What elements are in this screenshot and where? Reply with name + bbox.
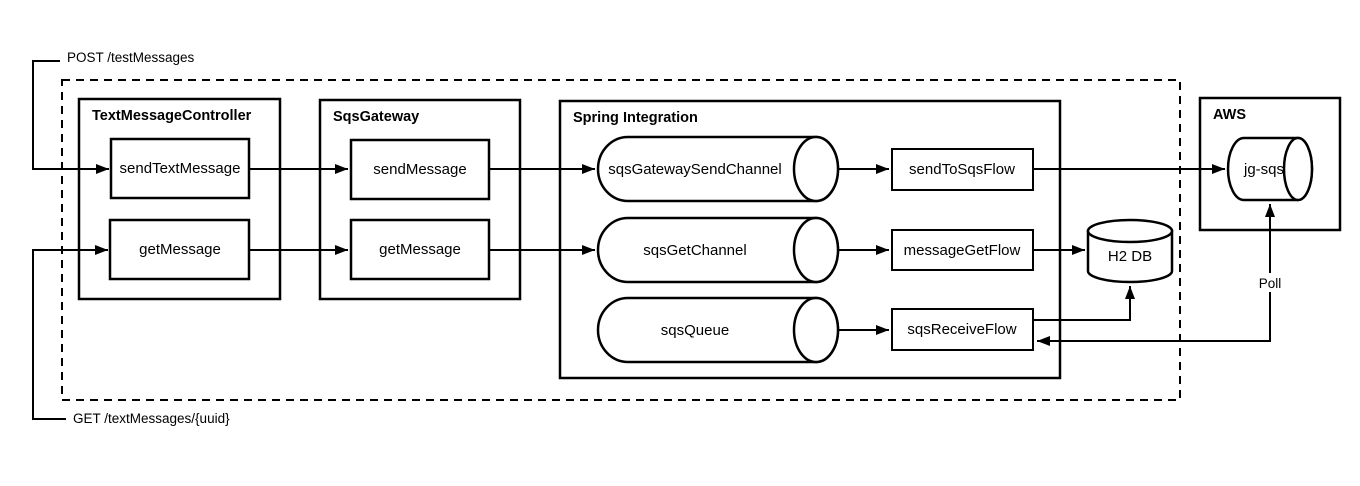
sqs-queue-label: sqsQueue bbox=[661, 322, 729, 339]
edge-get-to-controller-get-message bbox=[32, 245, 108, 420]
node-h2-db: H2 DB bbox=[1086, 218, 1174, 284]
node-send-to-sqs-flow: sendToSqsFlow bbox=[891, 148, 1034, 191]
controller-get-message-label: getMessage bbox=[139, 241, 221, 258]
poll-label-backing bbox=[1250, 273, 1290, 292]
send-to-sqs-flow-label: sendToSqsFlow bbox=[909, 161, 1015, 178]
sqs-gateway-title: SqsGateway bbox=[333, 109, 419, 125]
aws-title: AWS bbox=[1213, 107, 1246, 123]
sqs-queue-cap bbox=[792, 296, 840, 364]
node-message-get-flow: messageGetFlow bbox=[891, 229, 1034, 271]
sqs-get-channel-cap bbox=[792, 216, 840, 284]
get-endpoint-label: GET /textMessages/{uuid} bbox=[73, 411, 230, 426]
sqs-get-channel-label: sqsGetChannel bbox=[643, 242, 746, 259]
text-message-controller-title: TextMessageController bbox=[92, 108, 252, 124]
send-text-message-box bbox=[109, 137, 251, 200]
node-controller-get-message: getMessage bbox=[108, 218, 251, 281]
node-sqs-gateway-send-channel: sqsGatewaySendChannel bbox=[596, 135, 840, 203]
node-jg-sqs: jg-sqs bbox=[1226, 136, 1314, 202]
post-endpoint-label: POST /testMessages bbox=[67, 50, 195, 65]
node-send-text-message: sendTextMessage bbox=[109, 137, 251, 200]
message-get-flow-box bbox=[891, 229, 1034, 271]
poll-edge-label: Poll bbox=[1259, 276, 1282, 291]
h2-db-label: H2 DB bbox=[1108, 248, 1152, 265]
jg-sqs-label: jg-sqs bbox=[1243, 161, 1284, 178]
edge-poll-sqs-receive-flow-jg-sqs bbox=[1037, 204, 1275, 346]
node-send-message: sendMessage bbox=[349, 138, 491, 201]
sqs-gateway-send-channel-label: sqsGatewaySendChannel bbox=[608, 161, 781, 178]
spring-integration-title: Spring Integration bbox=[573, 110, 698, 126]
node-sqs-get-channel: sqsGetChannel bbox=[596, 216, 840, 284]
gateway-get-message-label: getMessage bbox=[379, 241, 461, 258]
jg-sqs-cap bbox=[1282, 136, 1314, 202]
sqs-gateway-send-channel-cap bbox=[792, 135, 840, 203]
send-message-box bbox=[349, 138, 491, 201]
h2-db-top bbox=[1086, 218, 1174, 244]
sqs-receive-flow-box bbox=[891, 308, 1034, 351]
send-message-label: sendMessage bbox=[373, 161, 466, 178]
sqs-receive-flow-label: sqsReceiveFlow bbox=[907, 321, 1016, 338]
node-sqs-receive-flow: sqsReceiveFlow bbox=[891, 308, 1034, 351]
send-text-message-label: sendTextMessage bbox=[120, 160, 241, 177]
message-get-flow-label: messageGetFlow bbox=[904, 242, 1021, 259]
gateway-get-message-box bbox=[349, 218, 491, 281]
node-sqs-queue: sqsQueue bbox=[596, 296, 840, 364]
node-gateway-get-message: getMessage bbox=[349, 218, 491, 281]
edge-post-to-send-text-message bbox=[32, 60, 109, 174]
